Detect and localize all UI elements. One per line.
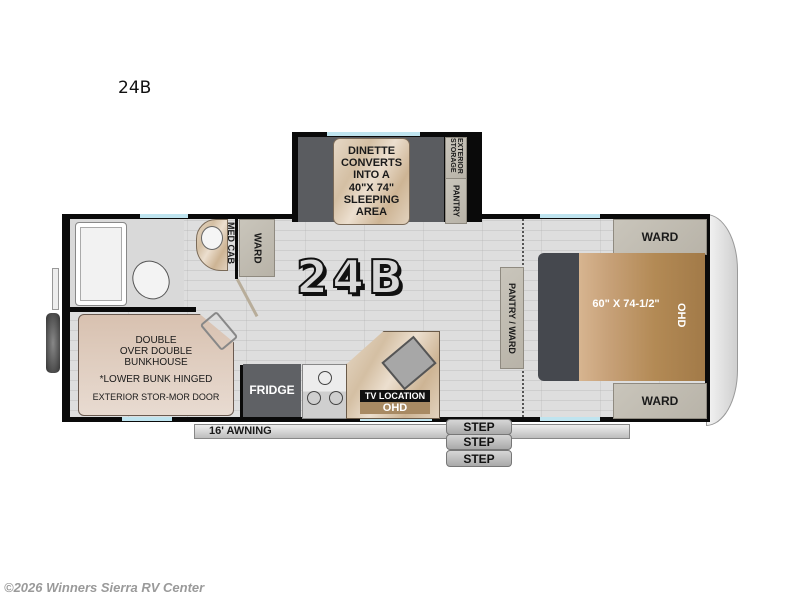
entry-step-2: STEP [446,434,512,450]
step-label: STEP [463,451,495,466]
bed: 60" X 74-1/2" OHD [579,253,705,381]
kitchen-window [360,417,432,421]
bathtub [75,222,127,306]
slideout-pantry-label: PANTRY [451,185,461,217]
bunkhouse: DOUBLE OVER DOUBLE BUNKHOUSE *LOWER BUNK… [78,314,234,416]
dinette-line-3: INTO A [353,169,390,182]
bunk-title-1: DOUBLE [135,335,177,346]
front-wall [705,214,710,422]
burner-icon [329,391,343,405]
dinette-line-2: CONVERTS [340,157,403,170]
burner-icon [318,371,332,385]
dinette-line-6: AREA [355,205,388,218]
bath-sink [201,226,223,250]
fridge: FRIDGE [243,364,301,417]
dinette-table: DINETTE CONVERTS INTO A 40"X 74" SLEEPIN… [333,138,410,225]
ward-bottom-label: WARD [641,394,679,408]
bed-size-label: 60" X 74-1/2" [592,298,660,310]
rear-wall [62,214,70,422]
bath-ward-label: WARD [251,232,263,264]
awning-label: 16' AWNING [209,425,272,437]
bath-window [140,214,188,218]
tv-location-label: TV LOCATION [360,390,430,402]
dinette-line-5: SLEEPING [343,193,400,206]
bedroom-bottom-window [540,417,600,421]
step-label: STEP [463,420,495,434]
bath-wardrobe: WARD [239,219,275,277]
bedroom-wardrobe-bottom: WARD [613,383,707,419]
slideout-pantry: PANTRY [445,178,467,224]
copyright: ©2026 Winners Sierra RV Center [4,580,205,595]
med-cab-label: MED CAB [225,222,236,264]
exterior-storage-label: EXTERIOR STORAGE [449,138,463,174]
model-label: 24B [118,78,152,98]
kitchen-ohd-label: OHD [360,402,430,415]
entry-step-3: STEP [446,450,512,467]
spare-tire [46,313,60,373]
fridge-label: FRIDGE [249,382,295,397]
dinette-line-1: DINETTE [347,145,396,158]
pantry-ward-label: PANTRY / WARD [507,282,517,354]
ward-top-label: WARD [641,230,679,244]
bath-partition [235,219,238,279]
bunk-window [122,417,172,421]
stove [302,364,348,419]
bedroom-ohd-label: OHD [675,303,688,328]
burner-icon [307,391,321,405]
dinette-line-4: 40"X 74" [348,181,395,194]
bumper-bracket [52,268,59,310]
bedroom-top-window [540,214,600,218]
bunk-storage-label: EXTERIOR STOR-MOR DOOR [92,392,220,402]
slideout-window [327,132,420,136]
step-label: STEP [463,435,495,449]
fridge-side-wall [240,365,243,417]
entry-step-1: STEP [446,419,512,435]
bunk-note: *LOWER BUNK HINGED [99,374,213,385]
bunk-title-3: BUNKHOUSE [124,357,188,368]
bunk-title-2: OVER DOUBLE [119,346,193,357]
bedroom-wardrobe-top: WARD [613,219,707,255]
awning: 16' AWNING [194,424,630,439]
exterior-storage: EXTERIOR STORAGE [445,137,467,179]
front-cap [706,214,738,426]
bed-headboard [538,253,580,381]
pantry-ward: PANTRY / WARD [500,267,524,369]
model-logo: 24B [295,250,408,304]
bath-bunk-divider [70,307,196,312]
